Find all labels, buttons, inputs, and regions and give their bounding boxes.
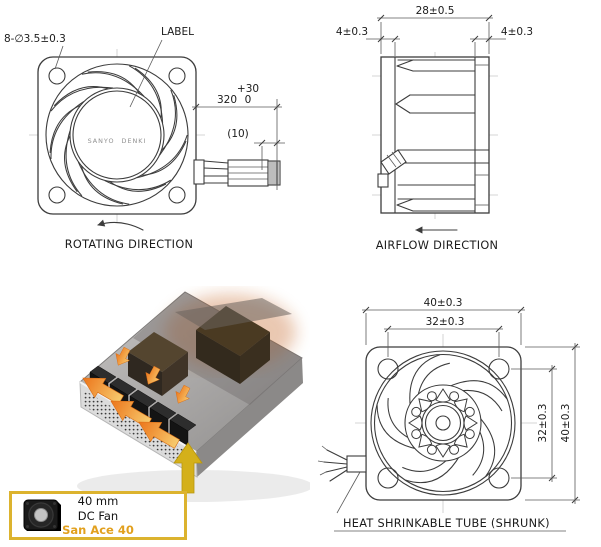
rear-dimensions: 40±0.3 32±0.3 32±0.3 40±0.3 <box>362 297 580 504</box>
airflow-direction: AIRFLOW DIRECTION <box>376 226 499 252</box>
holes-callout: 8-∅3.5±0.3 <box>4 33 66 45</box>
product-callout-text: 40 mm DC Fan San Ace 40 <box>16 494 180 536</box>
width-dim: 40±0.3 <box>424 297 463 309</box>
hole-pitch-vertical-dim: 32±0.3 <box>537 404 549 443</box>
rotating-direction-caption: ROTATING DIRECTION <box>65 238 194 251</box>
side-wire-stub <box>377 149 407 188</box>
flange-left-dim: 4±0.3 <box>336 26 368 38</box>
connector-hatching <box>269 161 279 185</box>
front-impeller: SANYO DENKI <box>35 55 196 217</box>
fan-photo <box>23 499 61 531</box>
rotating-direction: ROTATING DIRECTION <box>65 219 194 251</box>
side-blade-sections <box>395 59 490 212</box>
heat-shrink-note: HEAT SHRINKABLE TUBE (SHRUNK) <box>334 471 566 532</box>
product-type: DC Fan <box>77 508 119 523</box>
rear-lead-wires <box>317 445 367 482</box>
flange-right-dim: 4±0.3 <box>501 26 533 38</box>
hole-pitch-dim: 32±0.3 <box>426 316 465 328</box>
label-callout: LABEL <box>161 26 194 38</box>
product-size: 40 mm <box>77 494 119 509</box>
height-vertical-dim: 40±0.3 <box>560 404 572 443</box>
rear-view-drawing: 40±0.3 32±0.3 32±0.3 40±0.3 <box>317 297 580 532</box>
airflow-direction-caption: AIRFLOW DIRECTION <box>376 239 499 252</box>
hub-decoration <box>408 388 478 458</box>
front-dimensions: 8-∅3.5±0.3 LABEL 320 +30 0 (10) <box>4 26 285 190</box>
product-callout-box: 40 mm DC Fan San Ace 40 <box>9 491 187 540</box>
side-fan-body <box>377 56 490 214</box>
depth-dim: 28±0.5 <box>416 5 455 17</box>
application-illustration <box>76 291 310 502</box>
product-name: San Ace 40 <box>62 522 134 537</box>
lead-tol-plus: +30 <box>237 83 259 95</box>
heat-shrink-note-text: HEAT SHRINKABLE TUBE (SHRUNK) <box>343 517 550 530</box>
lead-length-dim: 320 <box>217 94 237 106</box>
rear-impeller <box>365 348 508 496</box>
front-lead-wire <box>193 159 281 187</box>
hub-brand-text: SANYO DENKI <box>88 137 147 145</box>
callout-pointer-arrow <box>173 442 203 494</box>
side-view-drawing: 28±0.5 4±0.3 4±0.3 AIRFLOW DIRECTION <box>336 5 533 252</box>
lead-tol-minus: 0 <box>245 94 252 106</box>
front-view-drawing: SANYO DENKI 8-∅3.5±0.3 LABEL <box>4 26 285 251</box>
side-dimensions: 28±0.5 4±0.3 4±0.3 <box>336 5 533 56</box>
connector-length-dim: (10) <box>227 128 249 140</box>
